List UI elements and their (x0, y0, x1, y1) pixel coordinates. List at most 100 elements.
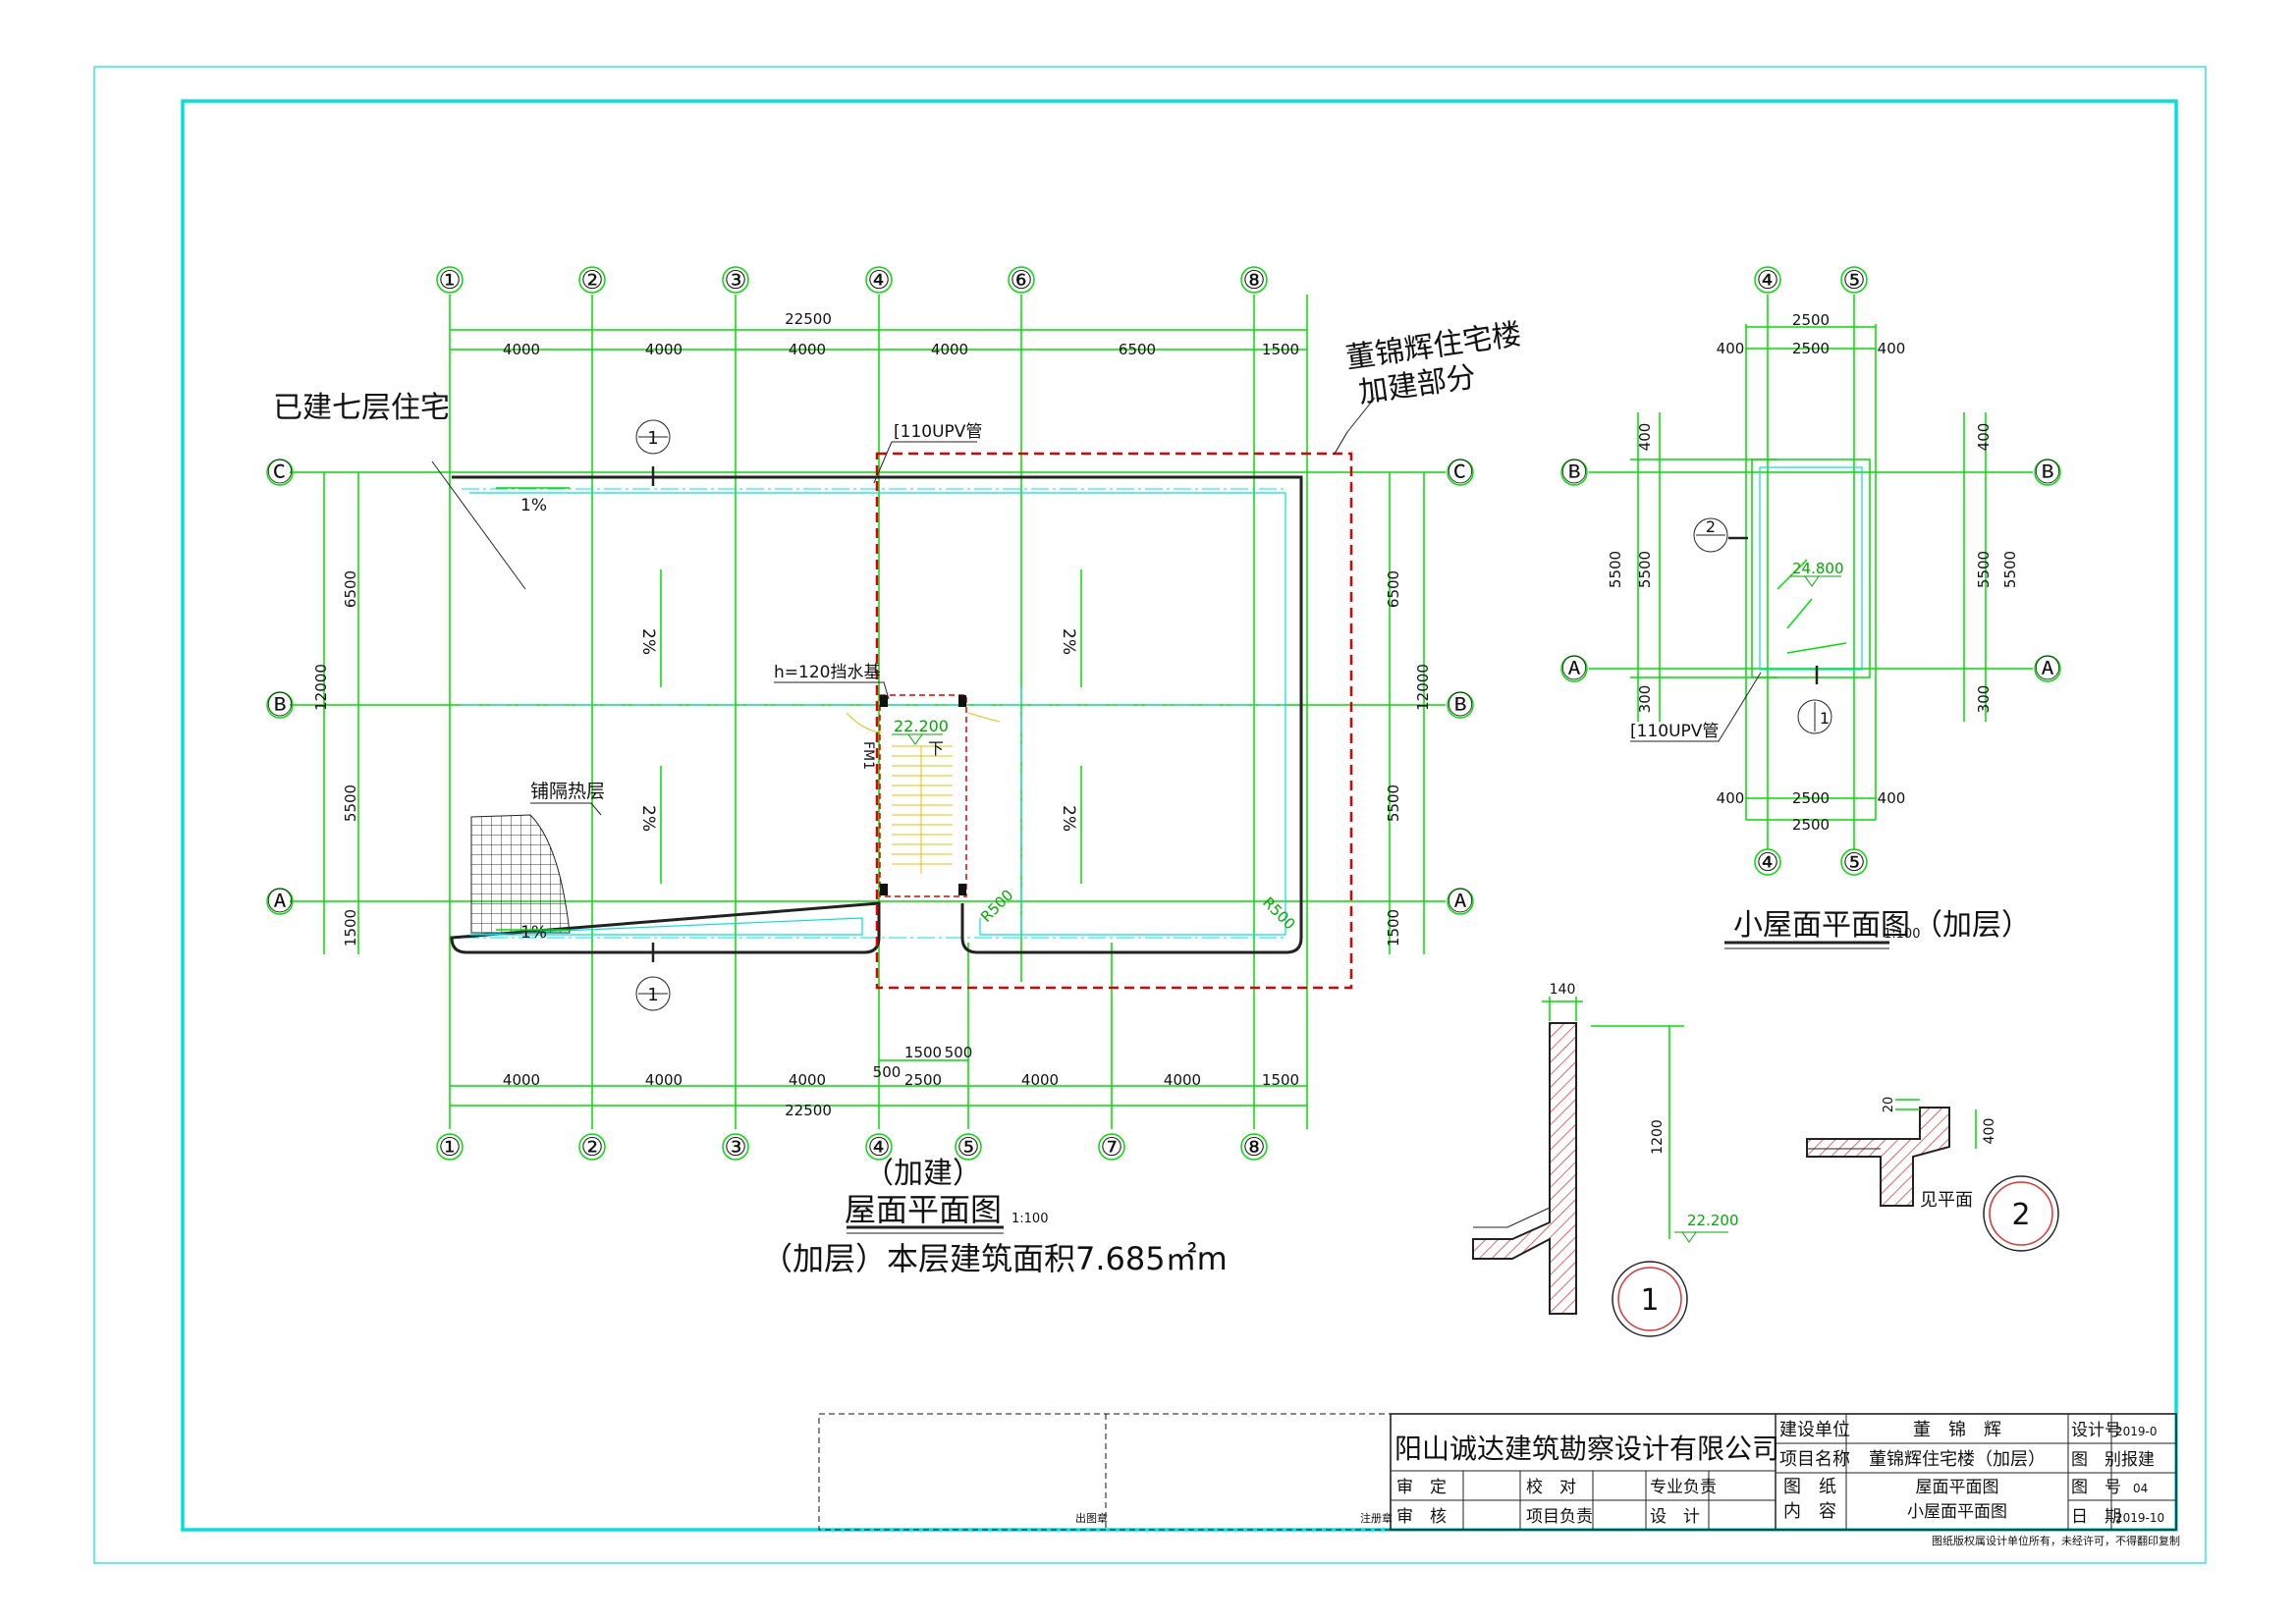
dim: 1500 (342, 909, 359, 947)
axis-label: ⑤ (1842, 266, 1865, 296)
axis-label: Ⓒ (267, 459, 293, 488)
label-insulation: 铺隔热层 (530, 781, 605, 802)
dim: 6500 (342, 570, 359, 608)
dim: 500 (945, 1044, 973, 1061)
outer-sheet-border (93, 66, 2207, 1564)
dim: 4000 (503, 1071, 540, 1089)
label-parapet: h=120挡水基 (774, 663, 880, 682)
small-scale: 1:100 (1884, 927, 1920, 942)
dim: 1500 (1262, 1071, 1299, 1089)
tb-label: 审 核 (1396, 1507, 1447, 1527)
tb-label: 校 对 (1526, 1478, 1576, 1497)
drawing-type: 报建 (2121, 1450, 2155, 1470)
dim-total: 22500 (785, 310, 832, 328)
area-note: （加层）本层建筑面积7.685㎡m (761, 1240, 1228, 1277)
detail-dim: 140 (1550, 982, 1576, 998)
tb-label: 项目负责 (1526, 1507, 1593, 1527)
dim: 300 (1975, 685, 1993, 714)
slope-label: 1% (520, 923, 547, 943)
axis-label: ⑥ (1010, 266, 1032, 296)
sheet-no: 04 (2133, 1482, 2148, 1495)
roof-plan: ① ② ③ ④ ⑥ ⑧ ① ② ③ ④ ⑤ ⑦ ⑧ Ⓒ Ⓑ Ⓐ Ⓒ Ⓑ Ⓐ 22… (266, 266, 1523, 1277)
dim: 6500 (1385, 570, 1402, 608)
small-pipe-label: [110UPV管 (1630, 722, 1719, 741)
small-section-mark-2: 2 (1693, 517, 1748, 553)
small-title-suffix: （加层） (1913, 908, 2031, 943)
dim: 400 (1717, 340, 1745, 357)
detail-dim: 20 (1882, 1097, 1896, 1113)
dims-top: 22500 4000 4000 4000 4000 6500 1500 (503, 310, 1299, 358)
axis-label: Ⓐ (1561, 655, 1587, 684)
radius-label: R500 (1259, 893, 1298, 933)
axis-label: Ⓑ (2035, 459, 2060, 488)
dim: 400 (1878, 340, 1906, 357)
dim: 6500 (1119, 341, 1156, 358)
date: 2019-10 (2115, 1511, 2164, 1525)
detail-label: 见平面 (1920, 1190, 1973, 1211)
small-roof-outline (1751, 459, 1871, 678)
detail-dim: 1200 (1650, 1119, 1666, 1155)
dim-total: 12000 (312, 664, 330, 711)
section-marker-top: 1 (635, 419, 671, 486)
dim: 5500 (1975, 551, 1993, 588)
label-pipe: [110UPV管 (894, 422, 982, 442)
dim: 1500 (904, 1044, 942, 1061)
dim: 4000 (503, 341, 540, 358)
dim: 300 (1636, 685, 1654, 714)
dim: 4000 (645, 341, 683, 358)
small-title: 小屋面平面图 (1733, 908, 1910, 943)
axis-label: ③ (724, 266, 746, 296)
tb-label: 设 计 (1650, 1507, 1700, 1527)
axis-label: ⑦ (1100, 1133, 1122, 1163)
tb-label: 项目名称 (1779, 1449, 1850, 1470)
axis-bubbles-side: Ⓒ Ⓑ Ⓐ Ⓒ Ⓑ Ⓐ (266, 459, 1474, 917)
slope-label: 2% (638, 628, 658, 655)
dim: 400 (1975, 423, 1993, 452)
dim-total: 12000 (1414, 664, 1432, 711)
axis-label: Ⓐ (267, 888, 293, 917)
tb-label: 图 纸 (1783, 1477, 1836, 1497)
section-number: 1 (1820, 709, 1830, 728)
content-2: 小屋面平面图 (1907, 1502, 2007, 1522)
section-number: 1 (647, 428, 658, 449)
axis-label: ⑤ (957, 1133, 979, 1163)
axis-label: ① (438, 1133, 461, 1163)
build-unit: 董 锦 辉 (1913, 1420, 2001, 1440)
dim: 4000 (645, 1071, 683, 1089)
axis-label: ④ (1756, 266, 1778, 296)
axis-label: Ⓑ (267, 691, 293, 721)
dim: 2500 (1792, 340, 1830, 357)
plan-scale: 1:100 (1011, 1212, 1048, 1226)
axis-label: Ⓒ (1448, 459, 1473, 488)
tb-label: 图 号 (2071, 1478, 2121, 1497)
section-number: 2 (1706, 517, 1716, 536)
axis-label: ④ (867, 266, 890, 296)
detail-elevation: 22.200 (1687, 1212, 1739, 1229)
stair-core (846, 694, 1001, 897)
plan-title: 屋面平面图 (845, 1191, 1002, 1228)
title-block: 阳山诚达建筑勘察设计有限公司 出图章 注册章 审 定 校 对 专业负责 审 核 … (818, 1413, 2180, 1547)
dim: 400 (1636, 423, 1654, 452)
label-down: 下 (928, 739, 944, 758)
axis-label: Ⓐ (2035, 655, 2060, 684)
label-fm: FM1 (860, 741, 876, 770)
plan-title-pre: （加建） (864, 1157, 982, 1191)
dim: 1500 (1262, 341, 1299, 358)
small-roof-plan: 24.800 ④ ⑤ ④ ⑤ Ⓑ Ⓐ Ⓑ Ⓐ 2500 400 2500 400… (1560, 266, 2061, 949)
detail-2: 20 400 见平面 2 (1806, 1097, 2059, 1252)
small-elevation: 24.800 (1792, 560, 1844, 577)
dim: 2500 (904, 1071, 942, 1089)
stamp-label: 注册章 (1360, 1511, 1393, 1525)
tb-label: 建设单位 (1779, 1420, 1850, 1440)
dims-bottom: 1500 500 500 4000 4000 4000 2500 4000 40… (503, 1044, 1299, 1119)
detail-1: 140 1200 22.200 1 (1472, 982, 1739, 1337)
content-1: 屋面平面图 (1916, 1478, 1999, 1497)
stamp-label: 出图章 (1075, 1511, 1108, 1525)
inner-frame (181, 99, 2178, 1532)
slope-label: 2% (1059, 805, 1078, 832)
axis-label: Ⓑ (1561, 459, 1587, 488)
dim: 4000 (931, 341, 968, 358)
dim: 400 (1717, 789, 1745, 807)
dims-left: 6500 5500 1500 12000 6500 5500 1500 1200… (312, 570, 1432, 947)
